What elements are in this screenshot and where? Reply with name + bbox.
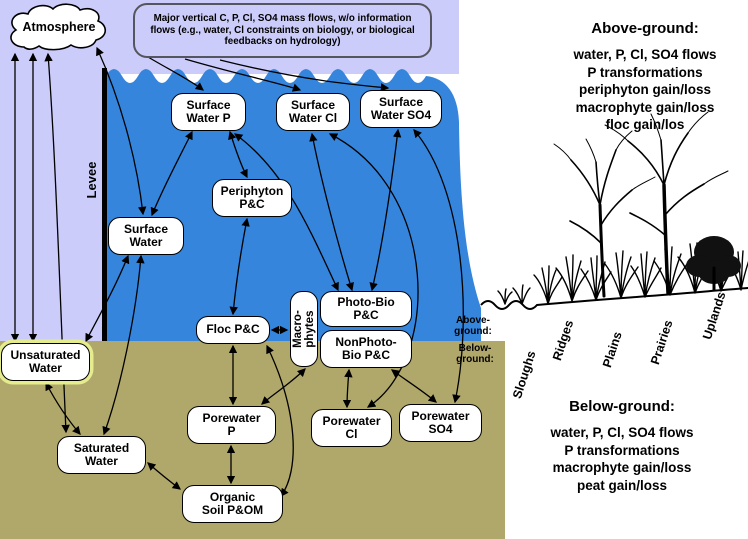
node-nonphoto-bio: NonPhoto- Bio P&C <box>320 330 412 368</box>
flow-arrow <box>150 130 193 217</box>
vegetation-illustration <box>497 111 748 306</box>
node-organic-soil: Organic Soil P&OM <box>182 485 283 523</box>
above-ground-line: floc gain/los <box>605 117 685 132</box>
below-ground-panel: Below-ground: water, P, Cl, SO4 flows P … <box>517 398 727 494</box>
below-ground-marker: Below- ground: <box>456 343 494 365</box>
levee-wall <box>102 68 107 341</box>
node-surface-water: Surface Water <box>108 217 184 255</box>
below-ground-line: peat gain/loss <box>576 477 668 493</box>
node-surface-water-p: Surface Water P <box>171 93 246 131</box>
above-ground-panel: Above-ground: water, P, Cl, SO4 flows P … <box>540 20 748 134</box>
flow-arrow <box>413 129 464 404</box>
above-ground-line: periphyton gain/loss <box>578 82 711 97</box>
node-porewater-cl: Porewater Cl <box>311 409 392 447</box>
flow-arrow <box>147 56 205 91</box>
flow-arrow <box>147 462 182 490</box>
below-ground-line: macrophyte gain/loss <box>552 460 692 475</box>
flow-arrow <box>102 254 145 436</box>
above-ground-line: macrophyte gain/loss <box>575 99 715 115</box>
node-unsaturated-water: Unsaturated Water <box>1 343 90 381</box>
node-surface-water-so4: Surface Water SO4 <box>360 90 442 128</box>
below-ground-heading: Below-ground: <box>569 398 675 415</box>
flow-arrow <box>45 381 81 435</box>
above-ground-marker: Above- ground: <box>454 315 492 337</box>
flow-arrow <box>309 132 354 292</box>
above-ground-line: P transformations <box>587 64 703 80</box>
macrophytes-label: Macro- phytes <box>291 310 317 348</box>
node-macrophytes: Macro- phytes <box>290 291 318 367</box>
below-ground-line: P transformations <box>564 442 680 458</box>
flow-arrow <box>266 344 294 498</box>
node-surface-water-cl: Surface Water Cl <box>276 93 350 131</box>
flow-arrows <box>10 46 464 498</box>
cloud-icon <box>10 3 107 51</box>
levee-label: Levee <box>84 161 99 199</box>
above-ground-heading: Above-ground: <box>591 20 699 37</box>
node-photo-bio: Photo-Bio P&C <box>320 291 412 327</box>
above-ground-line: water, P, Cl, SO4 flows <box>573 47 717 62</box>
node-floc: Floc P&C <box>196 316 270 344</box>
node-porewater-p: Porewater P <box>187 406 276 444</box>
below-ground-line: water, P, Cl, SO4 flows <box>550 425 694 440</box>
annotation-box: Major vertical C, P, Cl, SO4 mass flows,… <box>133 3 432 58</box>
node-periphyton: Periphyton P&C <box>212 179 292 217</box>
node-saturated-water: Saturated Water <box>57 436 146 474</box>
node-atmosphere: Atmosphere <box>22 20 96 34</box>
flow-arrow <box>96 46 147 216</box>
node-porewater-so4: Porewater SO4 <box>399 404 482 442</box>
flow-arrow <box>369 128 402 292</box>
slough-waterline <box>480 300 538 310</box>
flow-arrow <box>219 59 390 92</box>
flow-arrow <box>184 58 302 92</box>
